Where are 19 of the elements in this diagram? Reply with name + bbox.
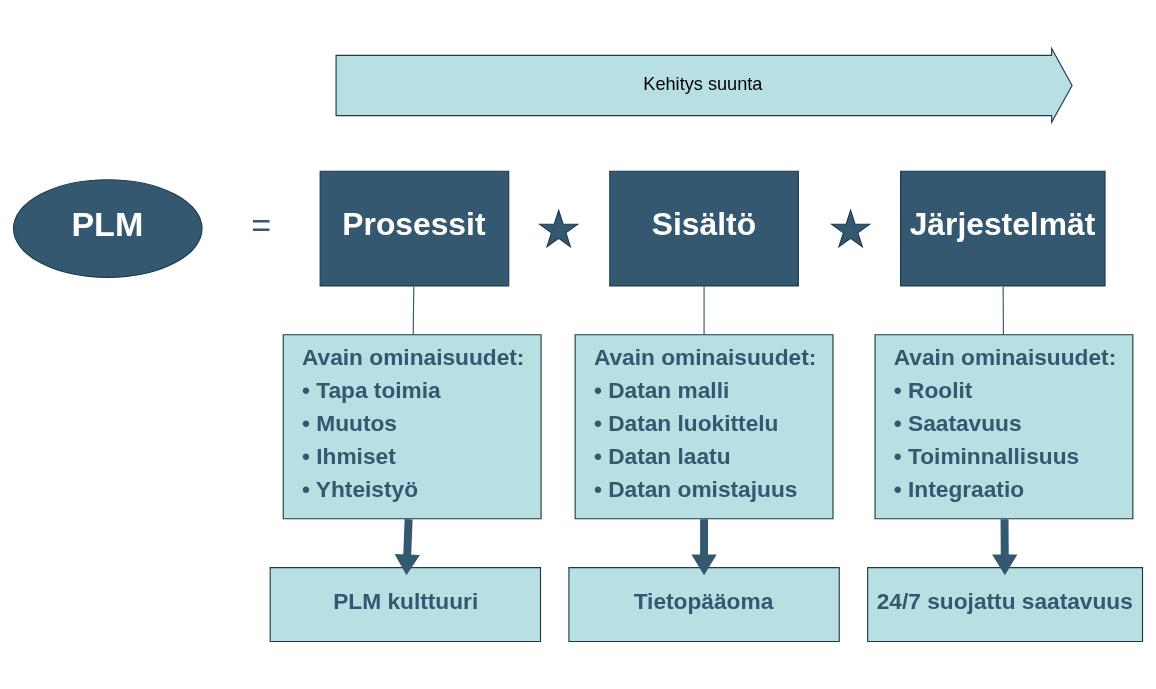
arrow bbox=[992, 518, 1018, 575]
arrow bbox=[691, 518, 717, 575]
node-box: 24/7 suojattu saatavuus bbox=[867, 566, 1144, 642]
node-box: PLM kulttuuri bbox=[269, 566, 542, 642]
node-star bbox=[538, 208, 580, 248]
node-box: Avain ominaisuudet: • Tapa toimia • Muutos • Ihmiset • Yhteistyö bbox=[282, 333, 542, 519]
connector bbox=[1002, 285, 1004, 335]
arrow bbox=[394, 518, 420, 575]
node-box: Järjestelmät bbox=[900, 170, 1106, 286]
node-box: Tietopääoma bbox=[568, 566, 840, 642]
connector bbox=[412, 285, 415, 335]
node-box: Avain ominaisuudet: • Datan malli • Datan luokittelu • Datan laatu • Datan omistajuus bbox=[574, 333, 834, 519]
node-star bbox=[829, 208, 872, 248]
node-box: Sisältö bbox=[609, 170, 799, 286]
connector bbox=[703, 285, 705, 335]
node-box: Avain ominaisuudet: • Roolit • Saatavuus • Toiminnallisuus • Integraatio bbox=[874, 333, 1134, 519]
label: = bbox=[251, 205, 272, 244]
node-ellipse: PLM bbox=[12, 178, 203, 278]
node-box: Prosessit bbox=[319, 170, 510, 286]
